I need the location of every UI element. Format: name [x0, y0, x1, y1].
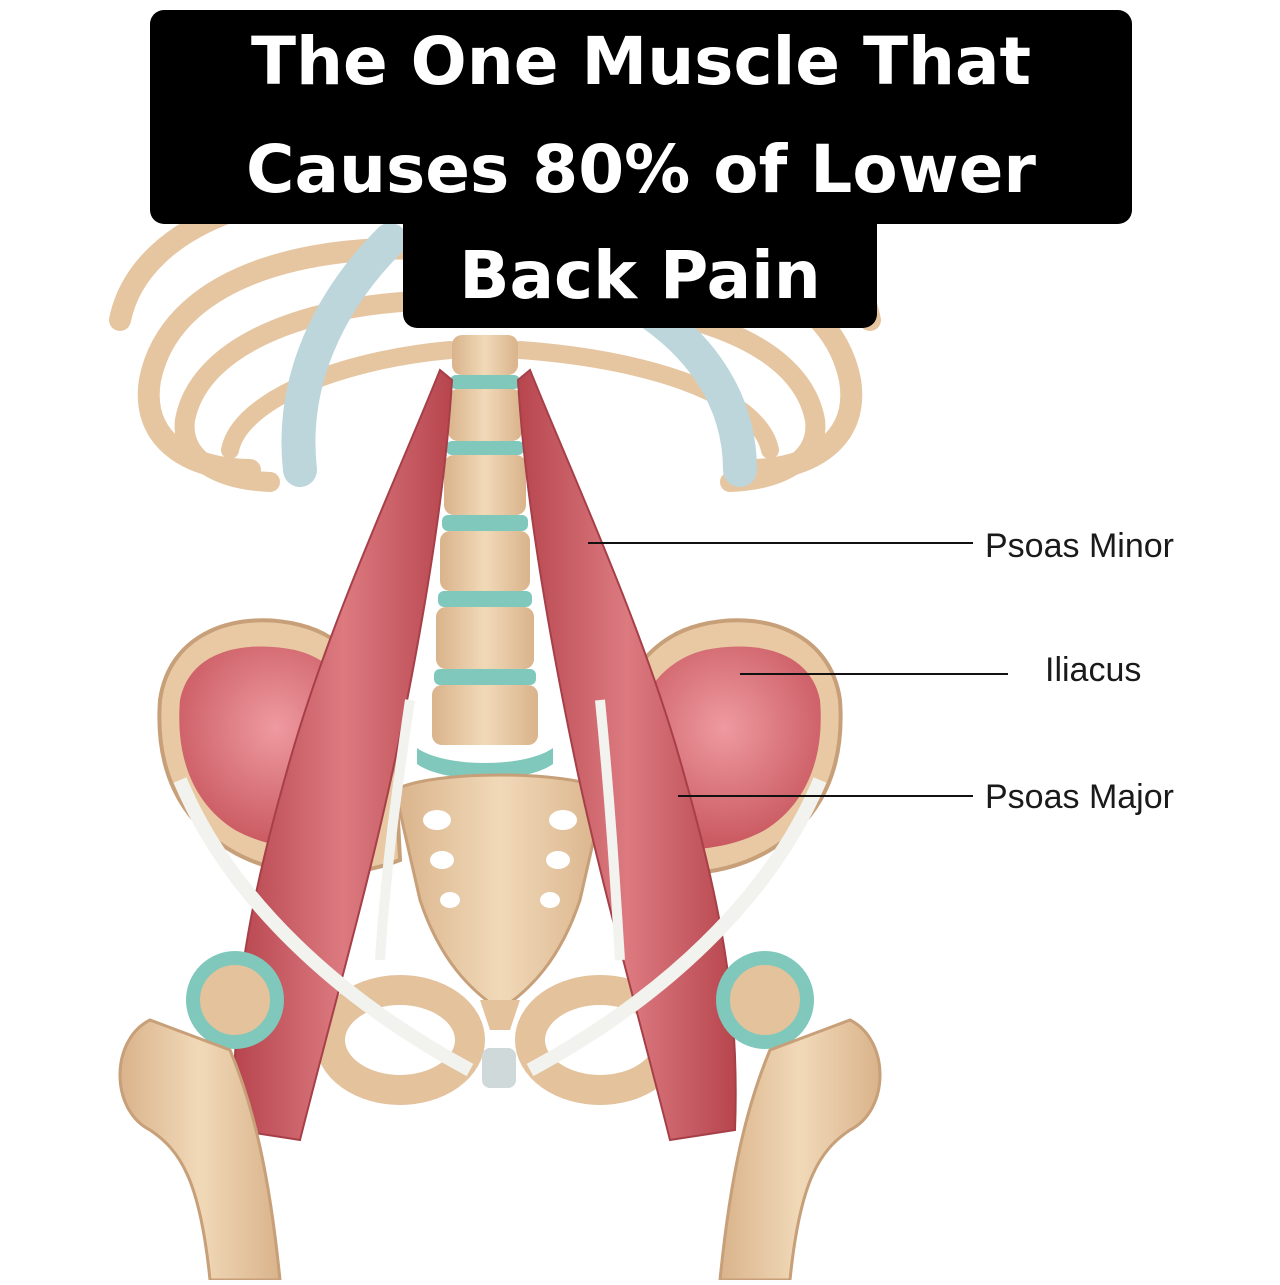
disc-4	[438, 591, 532, 607]
disc-1	[450, 375, 520, 389]
iliacus-leader	[740, 673, 1008, 675]
psoas-minor-leader	[588, 542, 973, 544]
femur-right	[718, 1018, 882, 1282]
sacral-foramen-6	[540, 892, 560, 908]
sacral-foramen-1	[423, 810, 451, 830]
headline-box-top	[150, 10, 1132, 224]
headline-banner: The One Muscle That Causes 80% of Lower …	[0, 0, 1280, 340]
rib-right-3	[511, 341, 779, 459]
vertebra-4	[440, 531, 530, 591]
disc-2	[446, 441, 524, 455]
disc-3	[442, 515, 528, 531]
disc-5	[434, 669, 536, 685]
sacral-foramen-4	[546, 851, 570, 869]
femurs	[118, 951, 882, 1282]
coccyx	[480, 1000, 520, 1030]
headline-line-2: Causes 80% of Lower	[246, 131, 1036, 208]
headline-line-1: The One Muscle That	[250, 23, 1032, 100]
psoas-major-label: Psoas Major	[985, 778, 1174, 816]
psoas-muscles	[173, 368, 827, 1142]
vertebra-2	[448, 389, 522, 441]
iliacus-label: Iliacus	[1045, 651, 1142, 689]
inguinal-ligament-right	[526, 777, 827, 1077]
sacral-foramen-2	[549, 810, 577, 830]
vertebra-5	[436, 607, 534, 669]
psoas-major-leader	[678, 795, 973, 797]
costal-cartilage-left	[281, 223, 407, 487]
femur-left	[118, 1018, 282, 1282]
vertebra-3	[444, 455, 526, 515]
psoas-major-right	[516, 368, 737, 1142]
sacral-foramen-5	[440, 892, 460, 908]
psoas-minor-right-tendon	[595, 699, 625, 961]
sacral-foramen-3	[430, 851, 454, 869]
vertebra-6	[432, 685, 538, 745]
pubic-symphysis	[482, 1048, 516, 1088]
psoas-minor-left-tendon	[375, 699, 415, 961]
psoas-major-left	[233, 368, 454, 1142]
spine	[393, 335, 607, 1030]
sacrum	[393, 773, 607, 1012]
disc-6	[417, 748, 553, 779]
headline-box-bottom	[403, 200, 877, 328]
femoral-head-left	[186, 951, 284, 1049]
inguinal-ligament-left	[173, 777, 474, 1077]
psoas-minor-label: Psoas Minor	[985, 527, 1174, 565]
femoral-head-right	[716, 951, 814, 1049]
vertebra-1	[452, 335, 518, 375]
headline-line-3: Back Pain	[459, 237, 821, 314]
obturator-left	[315, 975, 485, 1105]
